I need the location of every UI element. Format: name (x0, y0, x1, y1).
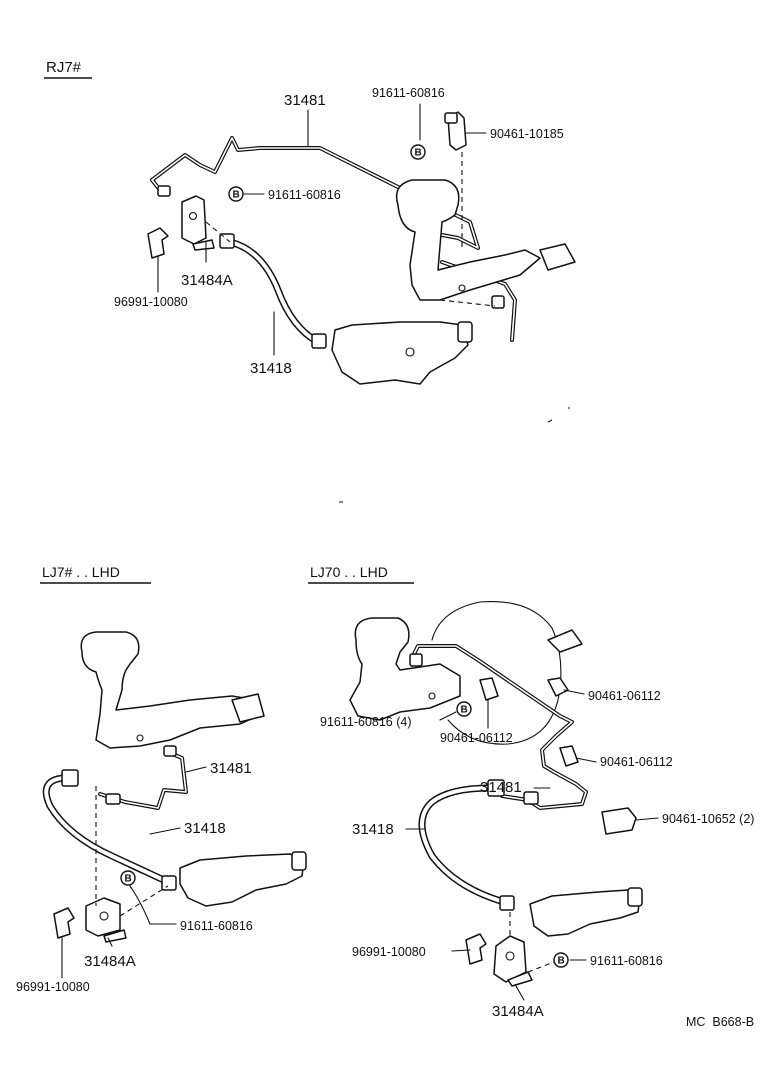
label-90461-06112: 90461-06112 (440, 731, 513, 745)
label-31484a: 31484A (84, 953, 136, 970)
hose-31418-rj7 (219, 233, 327, 349)
slave-cylinder-rj7 (331, 321, 473, 385)
union-bolt-top-rj7 (444, 111, 467, 151)
svg-text:B: B (415, 148, 422, 159)
label-91611-60816: 91611-60816 (268, 188, 341, 202)
bolt-marker-rj7-a: B (410, 144, 426, 160)
bolt-marker-rj7-b: B (228, 186, 244, 202)
bracket-31484a-lj7 (85, 897, 127, 943)
label-96991-10080: 96991-10080 (114, 295, 188, 309)
master-cylinder-rj7 (395, 179, 576, 301)
tube-31481-lj7 (98, 745, 188, 810)
clamp-90461-06112-b (479, 677, 499, 701)
label-91611-60816-4: 91611-60816 (4) (320, 715, 412, 729)
label-91611-60816: 91611-60816 (590, 954, 663, 968)
section-lj70-lhd: LJ70 . . LHD (308, 564, 754, 1020)
label-31418: 31418 (352, 821, 394, 838)
label-96991-10080: 96991-10080 (16, 980, 90, 994)
clamp-90461-06112-c (559, 745, 579, 767)
tube-31481-rj7 (150, 136, 517, 342)
hose-31418-lj7 (42, 769, 177, 891)
bolt-marker-lj70-a: B (456, 701, 472, 717)
label-31481: 31481 (480, 779, 522, 796)
section-lj7-lhd: LJ7# . . LHD (16, 564, 307, 994)
svg-text:B: B (558, 956, 565, 967)
section-title-lj70-lhd: LJ70 . . LHD (310, 564, 388, 580)
bracket-90461-10652 (601, 807, 637, 835)
slave-cylinder-lj7 (179, 851, 307, 907)
label-91611-60816: 91611-60816 (372, 86, 445, 100)
clip-96991-lj70 (465, 933, 487, 965)
bolt-marker-lj7: B (120, 870, 136, 886)
label-31484a: 31484A (181, 272, 233, 289)
clip-96991-lj7 (53, 907, 75, 939)
svg-text:B: B (461, 705, 468, 716)
master-cylinder-lj70 (349, 617, 461, 721)
clip-96991-rj7 (147, 227, 169, 259)
master-cylinder-lj7 (80, 631, 265, 749)
label-31484a: 31484A (492, 1003, 544, 1020)
svg-text:B: B (233, 190, 240, 201)
clamp-90461-06112-a (547, 677, 569, 697)
label-31418: 31418 (184, 820, 226, 837)
label-90461-10185: 90461-10185 (490, 127, 564, 141)
footer-code: MC B668-B (686, 1015, 754, 1029)
label-90461-06112: 90461-06112 (600, 755, 673, 769)
section-title-rj7: RJ7# (46, 59, 82, 76)
bracket-31484a-rj7 (181, 195, 215, 251)
label-91611-60816: 91611-60816 (180, 919, 253, 933)
label-90461-06112: 90461-06112 (588, 689, 661, 703)
slave-cylinder-lj70 (529, 887, 643, 937)
label-31481: 31481 (284, 92, 326, 109)
svg-text:B: B (125, 874, 132, 885)
label-31418: 31418 (250, 360, 292, 377)
label-96991-10080: 96991-10080 (352, 945, 426, 959)
hose-31418-lj70 (418, 779, 515, 911)
bolt-marker-lj70-b: B (553, 952, 569, 968)
tube-31481-lj70 (409, 644, 588, 810)
label-90461-10652-2: 90461-10652 (2) (662, 812, 754, 826)
section-title-lj7-lhd: LJ7# . . LHD (42, 564, 120, 580)
bracket-31484a-lj70 (493, 935, 533, 987)
label-31481: 31481 (210, 760, 252, 777)
section-rj7: RJ7# (44, 59, 576, 385)
